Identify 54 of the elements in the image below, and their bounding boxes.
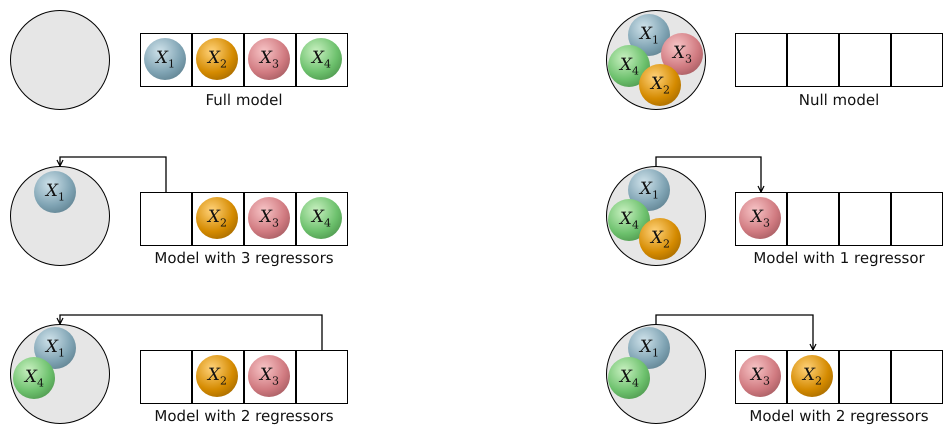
variable-ball: X$_{1}$	[628, 327, 670, 370]
slot-box	[296, 350, 348, 404]
model-caption: Model with 2 regressors	[749, 407, 929, 425]
variable-ball: X$_{4}$	[300, 197, 342, 240]
slot-box	[839, 33, 891, 87]
slot-box	[140, 350, 192, 404]
slot-box	[891, 33, 943, 87]
slot-box	[735, 350, 787, 404]
slot-box	[296, 33, 348, 87]
slot-box	[839, 350, 891, 404]
variable-ball: X$_{4}$	[608, 357, 650, 400]
slot-box	[735, 192, 787, 246]
variable-ball: X$_{2}$	[791, 355, 834, 398]
variable-ball: X$_{3}$	[248, 355, 290, 398]
slot-box	[244, 350, 296, 404]
slot-box	[891, 192, 943, 246]
model-caption: Model with 3 regressors	[154, 249, 334, 267]
slot-box	[787, 192, 839, 246]
slot-box	[192, 33, 244, 87]
variable-ball: X$_{2}$	[639, 218, 682, 260]
arrow	[655, 314, 817, 351]
slot-box	[140, 192, 192, 246]
slot-box	[192, 192, 244, 246]
arrow	[56, 314, 323, 350]
variable-ball: X$_{1}$	[144, 38, 186, 80]
variable-ball: X$_{2}$	[196, 197, 238, 240]
slot-box	[244, 33, 296, 87]
slot-box	[787, 350, 839, 404]
slot-box	[787, 33, 839, 87]
slot-box	[244, 192, 296, 246]
model-caption: Model with 1 regressor	[753, 249, 925, 267]
variable-ball: X$_{4}$	[300, 38, 342, 80]
variable-ball: X$_{3}$	[739, 355, 782, 398]
slot-box	[192, 350, 244, 404]
variable-ball: X$_{4}$	[13, 357, 56, 400]
arrow	[56, 156, 167, 192]
variable-ball: X$_{2}$	[196, 38, 238, 80]
slot-box	[735, 33, 787, 87]
variable-ball: X$_{1}$	[628, 169, 670, 212]
variable-ball: X$_{1}$	[34, 327, 76, 370]
variable-ball: X$_{3}$	[248, 38, 290, 80]
model-caption: Full model	[205, 91, 283, 109]
slot-box	[891, 350, 943, 404]
arrow	[655, 156, 765, 193]
variable-ball: X$_{2}$	[196, 355, 238, 398]
variable-ball: X$_{1}$	[34, 171, 76, 214]
variable-ball: X$_{3}$	[739, 197, 782, 240]
slot-box	[140, 33, 192, 87]
model-caption: Null model	[798, 91, 880, 109]
slot-box	[296, 192, 348, 246]
variable-ball: X$_{3}$	[248, 197, 290, 240]
model-caption: Model with 2 regressors	[154, 407, 334, 425]
slot-box	[839, 192, 891, 246]
variable-ball: X$_{2}$	[639, 64, 682, 106]
